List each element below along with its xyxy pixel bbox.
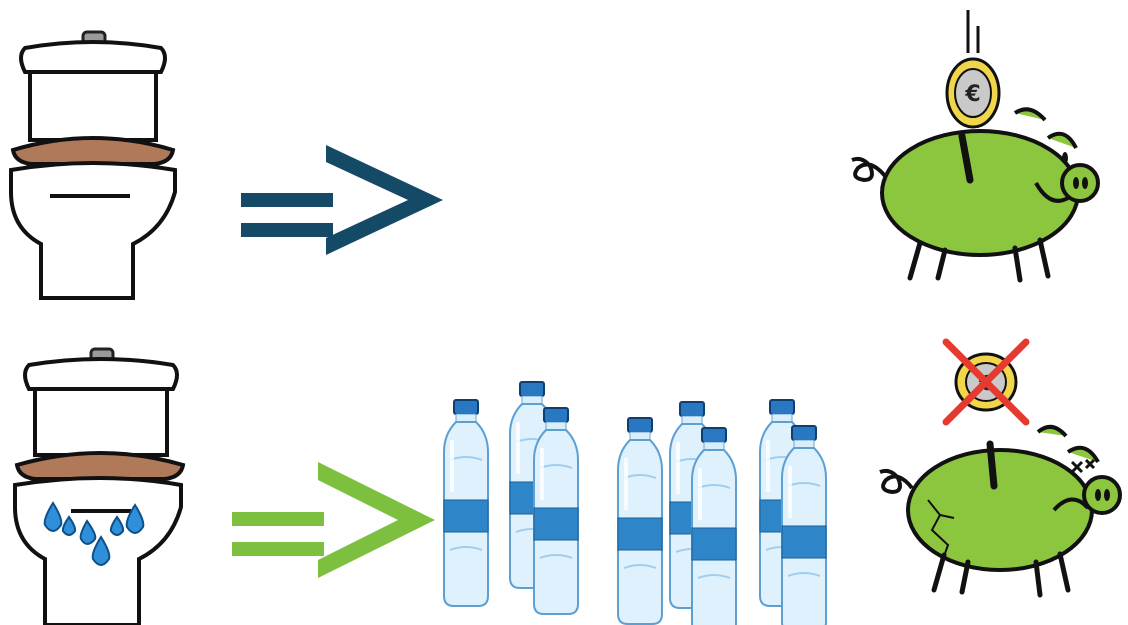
water-bottles [438, 378, 858, 623]
toilet-normal [5, 28, 180, 313]
crossed-coin-icon: € [946, 342, 1026, 422]
euro-coin-icon: € [947, 59, 999, 127]
coin-symbol: € [964, 82, 980, 107]
piggy-bank-happy: € [840, 8, 1110, 293]
broken-piggy-bank-icon: € [868, 340, 1128, 625]
leaking-toilet-icon [5, 345, 180, 625]
implies-arrow-green [230, 460, 440, 580]
piggy-bank-icon: € [840, 8, 1110, 293]
piggy-bank-sad: € [868, 340, 1128, 625]
implies-arrow-icon [238, 145, 448, 255]
toilet-icon [5, 28, 180, 313]
water-bottles-icon [438, 378, 858, 623]
implies-arrow-icon [230, 460, 440, 580]
implies-arrow-blue [238, 145, 448, 255]
toilet-leaking [5, 345, 180, 625]
